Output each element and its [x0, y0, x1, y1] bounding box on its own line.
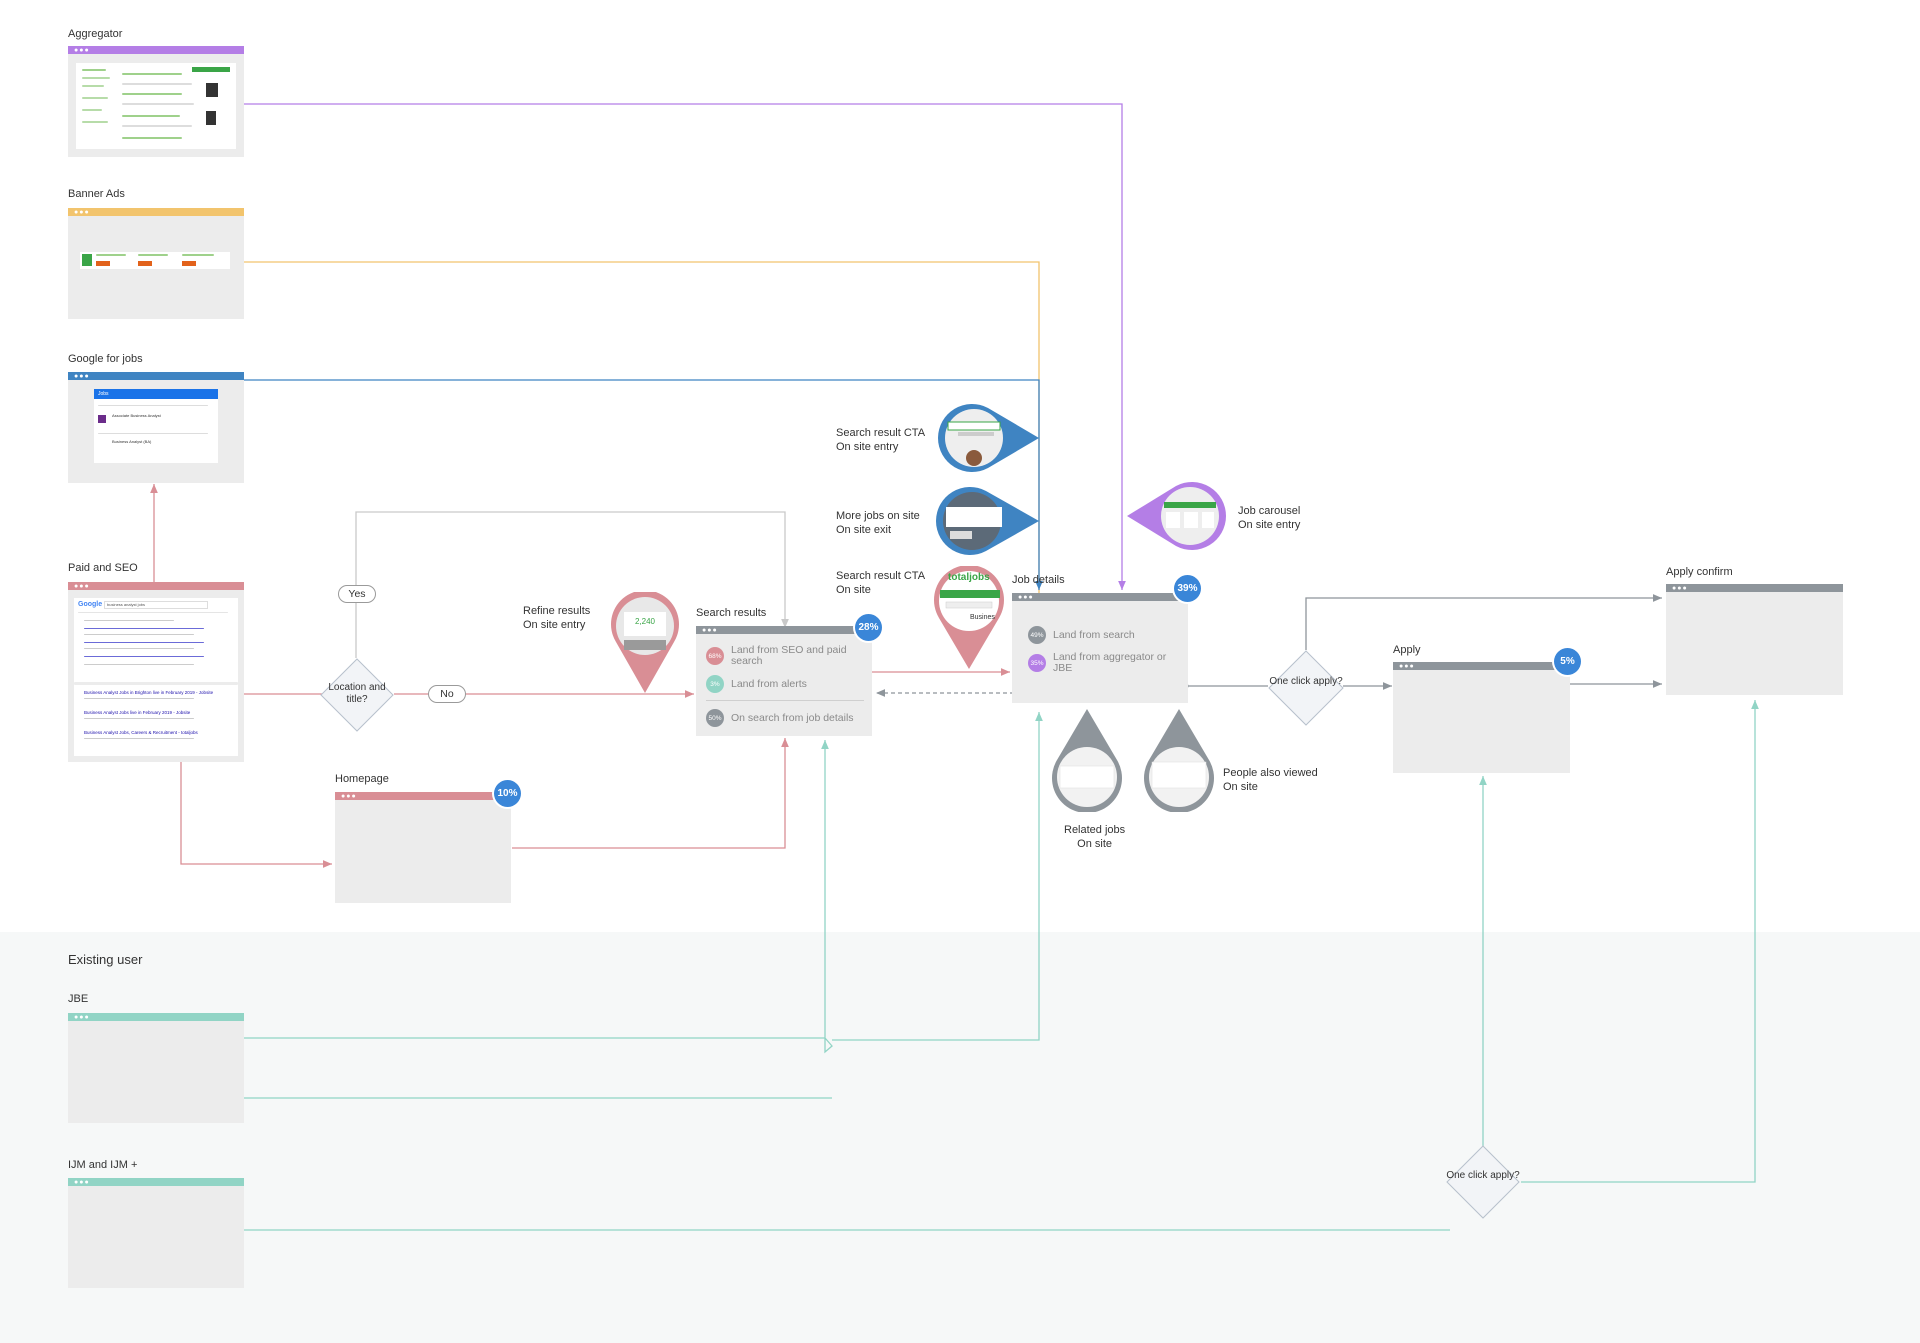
related-jobs-pin	[1052, 709, 1122, 812]
serp-query: business analyst jobs	[104, 601, 208, 609]
pct-circle: 35%	[1028, 654, 1046, 672]
row-text: Land from SEO and paid search	[731, 644, 847, 667]
decision-one-click-text: One click apply?	[1269, 676, 1343, 687]
pct-circle: 68%	[706, 647, 724, 665]
apply-window: ●●●	[1393, 662, 1570, 773]
callout-search-cta-1-label: Search result CTA On site entry	[836, 427, 926, 453]
search-results-row-2: 3% Land from alerts	[706, 675, 856, 693]
homepage-window: ●●●	[335, 792, 511, 903]
divider	[706, 700, 864, 701]
serp-result-3: Business Analyst Jobs, Careers & Recruit…	[84, 730, 198, 735]
source-label-homepage: Homepage	[335, 773, 389, 785]
source-label-jbe: JBE	[68, 993, 89, 1005]
source-label-paid-seo: Paid and SEO	[68, 562, 138, 574]
search-results-badge: 28%	[855, 614, 882, 641]
search-cta-pin-2	[934, 566, 1004, 669]
banner-ads-window: ●●●	[68, 208, 244, 319]
serp-result-2: Business Analyst Jobs live in February 2…	[84, 710, 191, 715]
source-label-ijm: IJM and IJM +	[68, 1159, 138, 1171]
google-logo: Google	[78, 601, 103, 608]
decision-one-click-existing-text: One click apply?	[1446, 1170, 1520, 1181]
homepage-badge: 10%	[494, 780, 521, 807]
decision-one-click	[1268, 650, 1344, 726]
callout-refine-label: Refine results On site entry	[523, 605, 591, 631]
gfj-item-2: Business Analyst (BA)	[112, 439, 152, 444]
aggregator-screenshot	[76, 63, 236, 149]
source-label-banner-ads: Banner Ads	[68, 188, 125, 200]
row-text: Land from search	[1053, 629, 1135, 641]
google-for-jobs-screenshot: Jobs Associate Business Analyst Business…	[94, 389, 218, 463]
job-details-row-1: 49% Land from search	[1028, 626, 1178, 644]
aggregator-window: ●●●	[68, 46, 244, 157]
job-details-badge: 39%	[1174, 575, 1201, 602]
apply-confirm-window: ●●●	[1666, 584, 1843, 695]
search-cta-pin-1	[938, 404, 1039, 472]
row-text: Land from aggregator or JBE	[1053, 651, 1167, 674]
existing-user-heading: Existing user	[68, 952, 143, 967]
decision-location-title	[320, 658, 394, 732]
busines-partial: Busines	[970, 614, 995, 621]
row-text: Land from alerts	[731, 678, 807, 690]
refine-results-pin	[611, 592, 679, 693]
search-results-window: ●●●	[696, 626, 872, 736]
search-results-title: Search results	[696, 607, 767, 619]
google-for-jobs-window: ●●● Jobs Associate Business Analyst Busi…	[68, 372, 244, 483]
search-results-row-3: 50% On search from job details	[706, 709, 866, 727]
decision-location-title-text: Location and title?	[328, 682, 386, 705]
serp-screenshot: Google business analyst jobs Business An…	[74, 598, 238, 756]
job-details-window: ●●●	[1012, 593, 1188, 703]
serp-result-1: Business Analyst Jobs in Brighton live i…	[84, 690, 214, 695]
source-label-google-for-jobs: Google for jobs	[68, 353, 143, 365]
callout-related-jobs-label: Related jobs On site	[1064, 824, 1126, 850]
job-details-row-2: 35% Land from aggregator or JBE	[1028, 652, 1178, 674]
callout-people-viewed-label: People also viewed On site	[1223, 767, 1318, 793]
apply-badge: 5%	[1554, 648, 1581, 675]
paid-seo-window: ●●● Google business analyst jobs Busines…	[68, 582, 244, 762]
decision-no-pill: No	[428, 685, 466, 703]
ijm-window: ●●●	[68, 1178, 244, 1288]
pct-circle: 49%	[1028, 626, 1046, 644]
gfj-header: Jobs	[94, 389, 218, 399]
row-text: On search from job details	[731, 712, 854, 724]
callout-search-cta-2-label: Search result CTA On site	[836, 570, 926, 596]
existing-user-band	[0, 932, 1920, 1343]
decision-yes-pill: Yes	[338, 585, 376, 603]
job-details-title: Job details	[1012, 574, 1065, 586]
pct-circle: 3%	[706, 675, 724, 693]
apply-title: Apply	[1393, 644, 1421, 656]
gfj-item-1: Associate Business Analyst	[112, 413, 161, 418]
people-viewed-pin	[1144, 709, 1214, 812]
jbe-window: ●●●	[68, 1013, 244, 1123]
apply-confirm-title: Apply confirm	[1666, 566, 1733, 578]
source-label-aggregator: Aggregator	[68, 28, 123, 40]
pct-circle: 50%	[706, 709, 724, 727]
more-jobs-pin	[936, 487, 1039, 555]
callout-more-jobs-label: More jobs on site On site exit	[836, 510, 920, 536]
callout-job-carousel-label: Job carousel On site entry	[1238, 505, 1301, 531]
banner-ads-screenshot	[80, 252, 230, 269]
search-results-row-1: 68% Land from SEO and paid search	[706, 645, 856, 667]
job-carousel-pin	[1127, 482, 1226, 550]
decision-one-click-existing	[1446, 1145, 1520, 1219]
refine-count: 2,240	[634, 617, 656, 626]
totaljobs-logo: totaljobs	[948, 572, 990, 583]
